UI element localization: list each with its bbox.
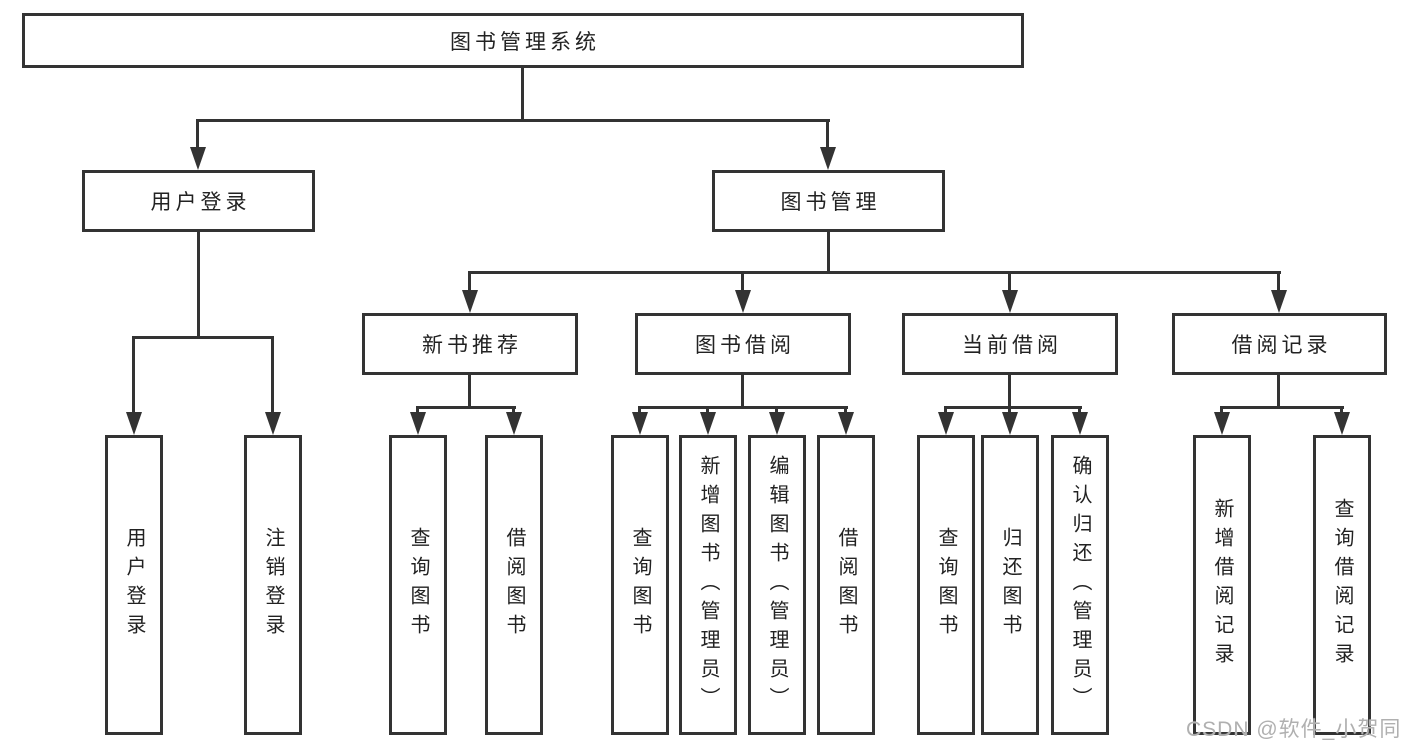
leaf-query-borrow-record: 查询借阅记录 (1313, 435, 1371, 735)
arrow-head (1002, 412, 1018, 435)
connector-current-borrowing-bar (944, 406, 1082, 409)
arrow-stub (1008, 271, 1011, 293)
connector-root-bar (196, 119, 830, 122)
connector-new-book-recommend-stem (468, 375, 471, 408)
leaf-edit-books-admin: 编辑图书（管理员） (748, 435, 806, 735)
arrow-head (506, 412, 522, 435)
connector-book-borrowing-stem (741, 375, 744, 408)
node-borrowing-records: 借阅记录 (1172, 313, 1387, 375)
arrow-head (1072, 412, 1088, 435)
connector-new-book-recommend-bar (416, 406, 516, 409)
connector-current-borrowing-stem (1008, 375, 1011, 408)
connector-root-stem (521, 68, 524, 120)
arrow-head (462, 290, 478, 313)
arrow-head (1002, 290, 1018, 313)
node-new-book-recommend: 新书推荐 (362, 313, 578, 375)
arrow-stub (1220, 406, 1223, 416)
arrow-head (190, 147, 206, 170)
arrow-head (769, 412, 785, 435)
arrow-stub (706, 406, 709, 416)
arrow-head (265, 412, 281, 435)
arrow-stub (512, 406, 515, 416)
connector-user-login-bar (132, 336, 274, 339)
arrow-stub (1277, 271, 1280, 293)
arrow-stub (1078, 406, 1081, 416)
arrow-stub (416, 406, 419, 416)
leaf-add-borrow-record: 新增借阅记录 (1193, 435, 1251, 735)
node-book-management: 图书管理 (712, 170, 945, 232)
leaf-query-books-2: 查询图书 (611, 435, 669, 735)
arrow-head (1334, 412, 1350, 435)
node-book-borrowing: 图书借阅 (635, 313, 851, 375)
node-user-login: 用户登录 (82, 170, 315, 232)
arrow-stub (741, 271, 744, 293)
connector-borrowing-records-stem (1277, 375, 1280, 408)
arrow-stub (944, 406, 947, 416)
leaf-user-login: 用户登录 (105, 435, 163, 735)
node-current-borrowing: 当前借阅 (902, 313, 1118, 375)
arrow-head (126, 412, 142, 435)
node-root: 图书管理系统 (22, 13, 1024, 68)
connector-borrowing-records-bar (1220, 406, 1344, 409)
leaf-return-books: 归还图书 (981, 435, 1039, 735)
arrow-head (838, 412, 854, 435)
watermark: CSDN @软件_小贺同学 (1186, 718, 1402, 741)
arrow-stub (826, 119, 829, 151)
leaf-borrow-books-2: 借阅图书 (817, 435, 875, 735)
arrow-head (632, 412, 648, 435)
connector-book-management-stem (827, 232, 830, 272)
arrow-stub (775, 406, 778, 416)
connector-book-management-bar (468, 271, 1281, 274)
arrow-head (1271, 290, 1287, 313)
leaf-borrow-books-1: 借阅图书 (485, 435, 543, 735)
arrow-stub (132, 336, 135, 414)
arrow-head (1214, 412, 1230, 435)
arrow-head (938, 412, 954, 435)
arrow-head (735, 290, 751, 313)
arrow-stub (468, 271, 471, 293)
connector-user-login-stem (197, 232, 200, 337)
arrow-head (700, 412, 716, 435)
arrow-stub (271, 336, 274, 414)
arrow-stub (844, 406, 847, 416)
arrow-stub (638, 406, 641, 416)
arrow-head (820, 147, 836, 170)
arrow-stub (196, 119, 199, 151)
connector-book-borrowing-bar (638, 406, 848, 409)
leaf-logout: 注销登录 (244, 435, 302, 735)
leaf-query-books-1: 查询图书 (389, 435, 447, 735)
arrow-stub (1008, 406, 1011, 416)
leaf-confirm-return-admin: 确认归还（管理员） (1051, 435, 1109, 735)
leaf-add-books-admin: 新增图书（管理员） (679, 435, 737, 735)
leaf-query-books-3: 查询图书 (917, 435, 975, 735)
arrow-stub (1340, 406, 1343, 416)
arrow-head (410, 412, 426, 435)
